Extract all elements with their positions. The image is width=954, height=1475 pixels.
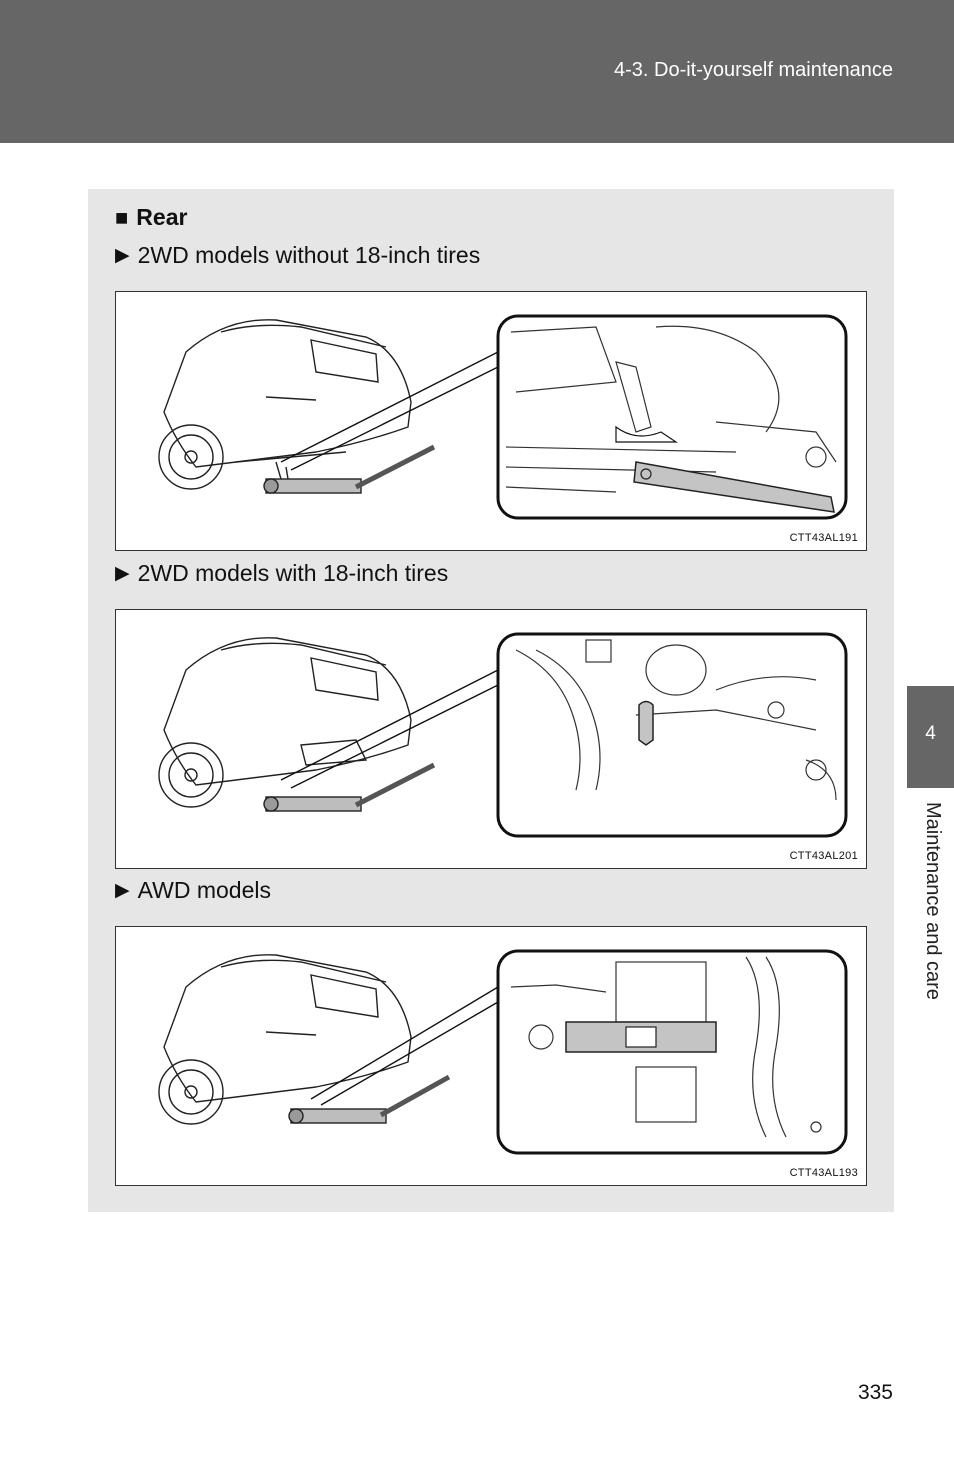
page-header: 4-3. Do-it-yourself maintenance bbox=[0, 0, 954, 143]
section-title: 4-3. Do-it-yourself maintenance bbox=[613, 59, 893, 81]
jack-point-illustration bbox=[158, 632, 848, 838]
figure-title-2: ▶ 2WD models with 18-inch tires bbox=[115, 560, 448, 587]
heading-text: Rear bbox=[136, 204, 188, 230]
jack-point-illustration bbox=[158, 314, 848, 520]
triangle-bullet-icon: ▶ bbox=[115, 880, 130, 901]
figure-awd: CTT43AL193 bbox=[115, 926, 867, 1186]
square-bullet-icon: ■ bbox=[115, 204, 129, 230]
chapter-label: Maintenance and care bbox=[922, 802, 944, 1000]
triangle-bullet-icon: ▶ bbox=[115, 563, 130, 584]
figure-2wd-standard: CTT43AL191 bbox=[115, 291, 867, 551]
figure-title-3: ▶ AWD models bbox=[115, 877, 271, 904]
figure-code: CTT43AL191 bbox=[789, 532, 858, 544]
figure-2wd-18inch: CTT43AL201 bbox=[115, 609, 867, 869]
chapter-tab: 4 bbox=[907, 686, 954, 788]
chapter-number: 4 bbox=[925, 723, 936, 744]
page-number: 335 bbox=[857, 1381, 893, 1404]
figure-title-text: 2WD models without 18-inch tires bbox=[137, 242, 481, 268]
jack-point-illustration bbox=[158, 949, 848, 1155]
figure-code: CTT43AL201 bbox=[789, 850, 858, 862]
figure-title-text: AWD models bbox=[137, 877, 271, 903]
triangle-bullet-icon: ▶ bbox=[115, 245, 130, 266]
figure-title-text: 2WD models with 18-inch tires bbox=[137, 560, 449, 586]
section-heading: ■ Rear bbox=[115, 204, 187, 231]
figure-code: CTT43AL193 bbox=[789, 1167, 858, 1179]
figure-title-1: ▶ 2WD models without 18-inch tires bbox=[115, 242, 480, 269]
